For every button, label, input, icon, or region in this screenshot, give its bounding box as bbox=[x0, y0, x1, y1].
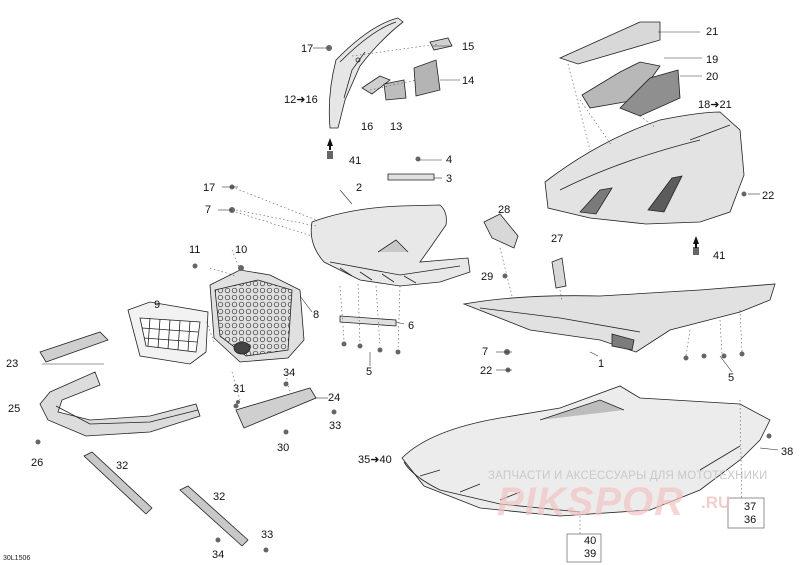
callout-8: 8 bbox=[313, 309, 320, 321]
callout-9: 9 bbox=[154, 299, 161, 311]
strip-32b bbox=[179, 485, 249, 547]
windshield-panel bbox=[328, 17, 404, 129]
callout-12-16: 12➜16 bbox=[284, 94, 318, 106]
callout-33a: 33 bbox=[329, 420, 342, 432]
right-side-panel bbox=[544, 111, 745, 225]
watermark-brand: PIKSPOR bbox=[497, 480, 685, 524]
callout-24: 24 bbox=[328, 392, 341, 404]
callout-21: 21 bbox=[706, 26, 719, 38]
strap-6 bbox=[339, 315, 397, 327]
callout-1: 1 bbox=[598, 358, 605, 370]
callout-32b: 32 bbox=[213, 491, 226, 503]
callout-5b: 5 bbox=[728, 372, 735, 384]
watermark-tagline: ЗАПЧАСТИ И АКСЕССУАРЫ ДЛЯ МОТОТЕХНИКИ bbox=[488, 470, 768, 482]
callout-30: 30 bbox=[277, 442, 290, 454]
callout-39: 39 bbox=[584, 548, 597, 560]
callout-41a: 41 bbox=[349, 155, 362, 167]
callout-22b: 22 bbox=[480, 365, 493, 377]
belly-pan bbox=[310, 204, 471, 287]
strip-32a bbox=[83, 451, 153, 515]
pad-14 bbox=[413, 59, 441, 97]
callout-7a: 7 bbox=[205, 204, 212, 216]
panel-20 bbox=[619, 69, 681, 117]
callout-40: 40 bbox=[584, 535, 597, 547]
callout-29: 29 bbox=[481, 271, 494, 283]
callout-34a: 34 bbox=[283, 367, 296, 379]
callout-7b: 7 bbox=[482, 346, 489, 358]
callout-22a: 22 bbox=[762, 190, 775, 202]
callout-27: 27 bbox=[551, 233, 564, 245]
callout-28: 28 bbox=[498, 204, 511, 216]
callout-23: 23 bbox=[6, 358, 19, 370]
panel-19 bbox=[581, 61, 661, 109]
callout-41b: 41 bbox=[713, 250, 726, 262]
pad-16 bbox=[361, 75, 391, 95]
callout-36: 36 bbox=[744, 514, 757, 526]
callout-32a: 32 bbox=[116, 460, 129, 472]
callout-20: 20 bbox=[706, 71, 719, 83]
bottom-hood bbox=[401, 385, 771, 517]
pad-13 bbox=[383, 79, 407, 101]
callout-2: 2 bbox=[356, 182, 363, 194]
callout-25: 25 bbox=[8, 403, 21, 415]
panel-21 bbox=[558, 21, 661, 65]
watermark-domain: .RU bbox=[701, 493, 731, 512]
callout-13: 13 bbox=[390, 121, 403, 133]
callout-16: 16 bbox=[361, 121, 374, 133]
callout-17a: 17 bbox=[301, 43, 314, 55]
front-grille bbox=[127, 301, 209, 365]
front-bezel bbox=[209, 269, 305, 363]
callout-14: 14 bbox=[462, 75, 475, 87]
callout-5a: 5 bbox=[366, 366, 373, 378]
callout-37: 37 bbox=[744, 501, 757, 513]
callout-33b: 33 bbox=[261, 529, 274, 541]
callout-17b: 17 bbox=[203, 182, 216, 194]
callout-4: 4 bbox=[446, 154, 453, 166]
callout-31: 31 bbox=[233, 383, 246, 395]
bracket-23 bbox=[39, 331, 109, 363]
callout-15: 15 bbox=[462, 41, 475, 53]
figure-code: 30L1506 bbox=[3, 555, 31, 562]
callout-6: 6 bbox=[408, 320, 415, 332]
callout-18-21: 18➜21 bbox=[698, 99, 732, 111]
callout-3: 3 bbox=[446, 173, 453, 185]
callout-10: 10 bbox=[235, 244, 248, 256]
bracket-28 bbox=[483, 213, 519, 249]
bracket-27 bbox=[551, 257, 567, 289]
strap-3 bbox=[387, 173, 435, 181]
callout-26: 26 bbox=[31, 457, 44, 469]
callout-35-40: 35➜40 bbox=[358, 454, 392, 466]
callout-19: 19 bbox=[706, 54, 719, 66]
callout-34b: 34 bbox=[212, 549, 225, 561]
side-lower-panel bbox=[462, 283, 776, 353]
callout-11: 11 bbox=[189, 244, 201, 256]
front-bumper bbox=[39, 371, 201, 437]
bracket-24 bbox=[235, 387, 317, 429]
pad-15 bbox=[429, 37, 453, 51]
callout-38: 38 bbox=[781, 446, 794, 458]
